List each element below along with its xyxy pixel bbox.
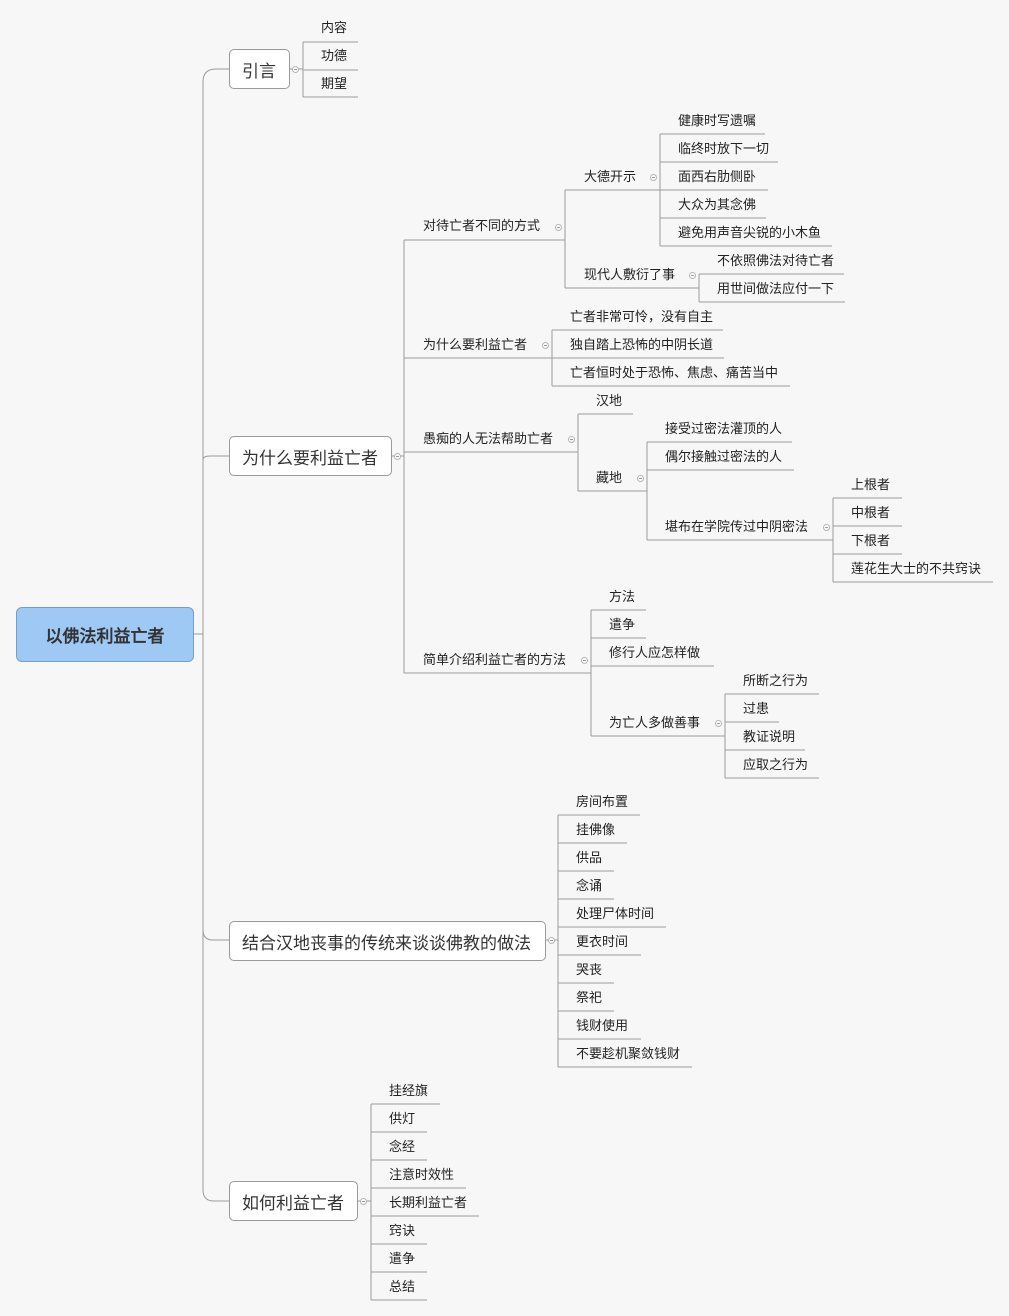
list-item[interactable]: 方法 bbox=[609, 590, 636, 605]
list-item[interactable]: 教证说明 bbox=[743, 730, 796, 745]
intro-item[interactable]: 功德 bbox=[321, 49, 348, 64]
topic-khenpo-bardo[interactable]: 堪布在学院传过中阴密法 bbox=[665, 520, 809, 535]
branch-intro[interactable]: 引言 bbox=[229, 49, 290, 89]
list-item[interactable]: 中根者 bbox=[851, 506, 891, 521]
list-item[interactable]: 避免用声音尖锐的小木鱼 bbox=[678, 226, 822, 241]
topic-tibet-region[interactable]: 藏地 bbox=[596, 471, 623, 486]
list-item[interactable]: 遣争 bbox=[609, 618, 636, 633]
list-item[interactable]: 遣争 bbox=[389, 1252, 416, 1267]
list-item[interactable]: 亡者恒时处于恐怖、焦虑、痛苦当中 bbox=[570, 366, 779, 381]
list-item[interactable]: 面西右肋侧卧 bbox=[678, 170, 757, 185]
topic-han-region[interactable]: 汉地 bbox=[596, 394, 623, 409]
collapse-icon[interactable] bbox=[581, 657, 588, 664]
list-item[interactable]: 下根者 bbox=[851, 534, 891, 549]
topic-treatment-ways[interactable]: 对待亡者不同的方式 bbox=[423, 219, 541, 234]
list-item[interactable]: 接受过密法灌顶的人 bbox=[665, 422, 783, 437]
list-item[interactable]: 供灯 bbox=[389, 1112, 416, 1127]
list-item[interactable]: 过患 bbox=[743, 702, 770, 717]
branch-why[interactable]: 为什么要利益亡者 bbox=[229, 436, 392, 476]
list-item[interactable]: 临终时放下一切 bbox=[678, 142, 770, 157]
intro-item[interactable]: 内容 bbox=[321, 21, 348, 36]
topic-good-deeds[interactable]: 为亡人多做善事 bbox=[609, 716, 701, 731]
collapse-icon[interactable] bbox=[360, 1198, 367, 1205]
collapse-icon[interactable] bbox=[689, 272, 696, 279]
collapse-icon[interactable] bbox=[637, 475, 644, 482]
list-item[interactable]: 房间布置 bbox=[576, 795, 629, 810]
list-item[interactable]: 哭丧 bbox=[576, 963, 603, 978]
topic-methods[interactable]: 简单介绍利益亡者的方法 bbox=[423, 653, 567, 668]
collapse-icon[interactable] bbox=[542, 342, 549, 349]
list-item[interactable]: 窍诀 bbox=[389, 1224, 416, 1239]
list-item[interactable]: 长期利益亡者 bbox=[389, 1196, 468, 1211]
list-item[interactable]: 挂佛像 bbox=[576, 823, 616, 838]
list-item[interactable]: 健康时写遗嘱 bbox=[678, 114, 757, 129]
list-item[interactable]: 钱财使用 bbox=[576, 1019, 629, 1034]
list-item[interactable]: 独自踏上恐怖的中阴长道 bbox=[570, 338, 714, 353]
list-item[interactable]: 祭祀 bbox=[576, 991, 603, 1006]
collapse-icon[interactable] bbox=[394, 453, 401, 460]
list-item[interactable]: 莲花生大士的不共窍诀 bbox=[851, 562, 982, 577]
collapse-icon[interactable] bbox=[292, 66, 299, 73]
branch-how[interactable]: 如何利益亡者 bbox=[229, 1181, 358, 1221]
list-item[interactable]: 总结 bbox=[389, 1280, 416, 1295]
list-item[interactable]: 挂经旗 bbox=[389, 1084, 429, 1099]
topic-foolish[interactable]: 愚痴的人无法帮助亡者 bbox=[423, 432, 554, 447]
list-item[interactable]: 念经 bbox=[389, 1140, 416, 1155]
list-item[interactable]: 上根者 bbox=[851, 478, 891, 493]
list-item[interactable]: 偶尔接触过密法的人 bbox=[665, 450, 783, 465]
list-item[interactable]: 应取之行为 bbox=[743, 758, 809, 773]
list-item[interactable]: 念诵 bbox=[576, 879, 603, 894]
list-item[interactable]: 用世间做法应付一下 bbox=[717, 282, 835, 297]
collapse-icon[interactable] bbox=[823, 524, 830, 531]
list-item[interactable]: 更衣时间 bbox=[576, 935, 629, 950]
list-item[interactable]: 修行人应怎样做 bbox=[609, 646, 701, 661]
list-item[interactable]: 供品 bbox=[576, 851, 603, 866]
list-item[interactable]: 注意时效性 bbox=[389, 1168, 455, 1183]
intro-item[interactable]: 期望 bbox=[321, 77, 348, 92]
list-item[interactable]: 不依照佛法对待亡者 bbox=[717, 254, 835, 269]
topic-modern-perfunctory[interactable]: 现代人敷衍了事 bbox=[584, 268, 676, 283]
collapse-icon[interactable] bbox=[568, 436, 575, 443]
collapse-icon[interactable] bbox=[715, 720, 722, 727]
branch-han-tradition[interactable]: 结合汉地丧事的传统来谈谈佛教的做法 bbox=[229, 921, 546, 961]
list-item[interactable]: 大众为其念佛 bbox=[678, 198, 757, 213]
topic-masters-teaching[interactable]: 大德开示 bbox=[584, 170, 637, 185]
list-item[interactable]: 处理尸体时间 bbox=[576, 907, 655, 922]
root-node[interactable]: 以佛法利益亡者 bbox=[16, 607, 194, 662]
list-item[interactable]: 所断之行为 bbox=[743, 674, 809, 689]
topic-why-benefit[interactable]: 为什么要利益亡者 bbox=[423, 338, 528, 353]
list-item[interactable]: 亡者非常可怜，没有自主 bbox=[570, 310, 714, 325]
collapse-icon[interactable] bbox=[555, 224, 562, 231]
list-item[interactable]: 不要趁机聚敛钱财 bbox=[576, 1047, 681, 1062]
collapse-icon[interactable] bbox=[650, 174, 657, 181]
collapse-icon[interactable] bbox=[548, 937, 555, 944]
